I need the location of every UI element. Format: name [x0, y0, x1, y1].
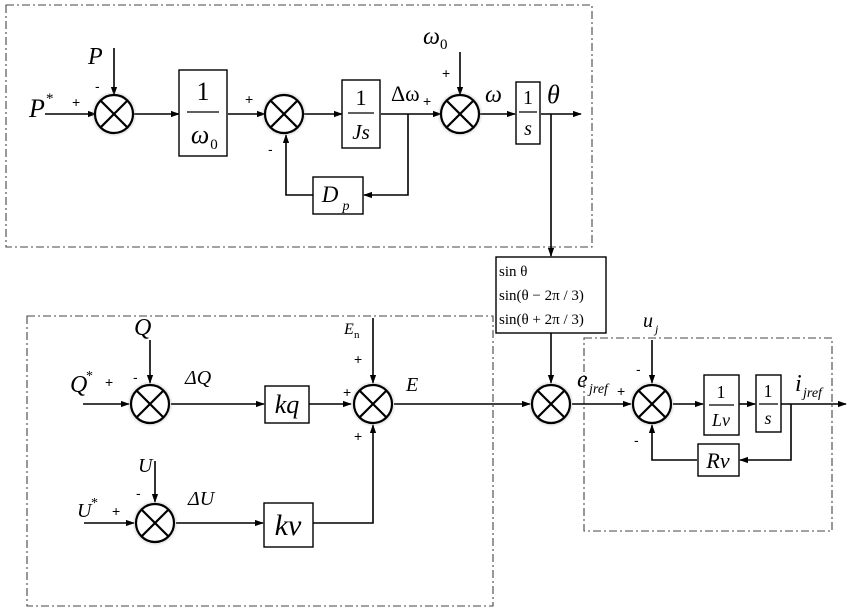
- current-loop-frame: [583, 337, 833, 532]
- delta-u-label: ΔU: [187, 488, 216, 510]
- inv-omega0-sub: 0: [210, 137, 218, 153]
- inv-s-den: s: [524, 118, 532, 140]
- rv-label: Rv: [705, 448, 729, 473]
- e-label: E: [405, 374, 418, 396]
- inv-js-block: 1 Js: [341, 79, 381, 149]
- inv-js-num: 1: [356, 85, 367, 110]
- summing-junction-2: [261, 91, 307, 137]
- inv-js-den: Js: [352, 120, 370, 144]
- u-sign: -: [136, 485, 141, 501]
- omega0-label: ω: [423, 24, 440, 50]
- rv-sign: -: [634, 432, 639, 448]
- multiplier-junction: [528, 381, 574, 427]
- trig-line-2: sin(θ − 2π / 3): [499, 288, 584, 304]
- u-star-sup: *: [91, 496, 98, 511]
- q-star-label: Q: [70, 372, 87, 398]
- dp-label: D: [321, 182, 339, 207]
- rv-feedback-line: [739, 404, 792, 464]
- inv-lv-den: Lv: [711, 410, 730, 430]
- kv-label: kv: [275, 509, 302, 542]
- summing-junction-u: [132, 500, 178, 546]
- trig-line-1: sin θ: [499, 264, 527, 280]
- p-star-sign: +: [72, 94, 80, 110]
- theta-label: θ: [547, 80, 560, 109]
- q-sign: -: [133, 369, 138, 385]
- delta-omega-label: Δω: [391, 81, 420, 106]
- summing-junction-e: [350, 381, 396, 427]
- kq-block: kq: [264, 385, 310, 424]
- inv-omega0-num: 1: [197, 77, 210, 106]
- inv-s-block: 1 s: [515, 81, 541, 145]
- dp-block: D p: [312, 176, 364, 215]
- q-star-sign: +: [105, 374, 113, 390]
- en-sub: n: [354, 329, 360, 341]
- kv-block: kv: [263, 502, 314, 548]
- frequency-loop-frame: [5, 4, 593, 248]
- uj-sub: j: [653, 322, 659, 336]
- inv-omega0-den: ω: [191, 120, 209, 149]
- dp-to-sj2-line: [282, 134, 313, 196]
- ijref-sub: jref: [801, 386, 824, 401]
- ejref-label: e: [577, 367, 588, 393]
- u-star-label: U: [77, 500, 93, 522]
- kv-sign: +: [354, 428, 362, 444]
- ejref-sign: +: [617, 383, 625, 399]
- rv-to-sj-line: [648, 424, 697, 461]
- uj-label: u: [643, 310, 653, 332]
- trig-line-3: sin(θ + 2π / 3): [499, 312, 584, 328]
- inv-lv-num: 1: [717, 382, 726, 402]
- sj2-plus-sign: +: [245, 91, 253, 107]
- inv-s-num: 1: [523, 87, 533, 109]
- inv-omega0-block: 1 ω 0: [178, 69, 228, 157]
- trig-block: sin θ sin(θ − 2π / 3) sin(θ + 2π / 3): [495, 256, 607, 334]
- delta-q-label: ΔQ: [184, 367, 212, 389]
- ejref-sub: jref: [587, 382, 610, 397]
- en-label: E: [343, 321, 354, 338]
- dp-feedback-line: [363, 114, 409, 199]
- u-label: U: [138, 455, 154, 477]
- summing-junction-q: [127, 381, 173, 427]
- sj3-plus-sign: +: [423, 93, 431, 109]
- q-star-sup: *: [86, 369, 93, 384]
- omega0-sign: +: [442, 65, 450, 81]
- inv-s2-den: s: [764, 408, 771, 428]
- omega0-sub: 0: [440, 37, 448, 53]
- voltage-loop-frame: [26, 315, 494, 607]
- dp-sub: p: [342, 199, 350, 214]
- kq-sign: +: [343, 384, 351, 400]
- rv-block: Rv: [697, 443, 740, 477]
- summing-junction-1: [91, 91, 137, 137]
- uj-sign: -: [636, 361, 641, 377]
- kv-to-sj-line: [313, 424, 377, 524]
- omega-label: ω: [485, 82, 502, 108]
- p-star-sup: *: [46, 91, 54, 107]
- inv-s2-num: 1: [764, 381, 773, 401]
- q-label: Q: [134, 315, 151, 341]
- u-star-sign: +: [112, 503, 120, 519]
- sj2-minus-sign: -: [268, 141, 273, 157]
- p-label: P: [87, 44, 103, 70]
- inv-s2-block: 1 s: [755, 374, 782, 433]
- inv-lv-block: 1 Lv: [703, 374, 740, 436]
- summing-junction-current: [629, 381, 675, 427]
- en-sign: +: [354, 351, 362, 367]
- p-star-label: P: [28, 94, 45, 123]
- summing-junction-3: [437, 91, 483, 137]
- kq-label: kq: [275, 390, 300, 419]
- ijref-label: i: [795, 371, 802, 397]
- p-sign: -: [95, 78, 100, 94]
